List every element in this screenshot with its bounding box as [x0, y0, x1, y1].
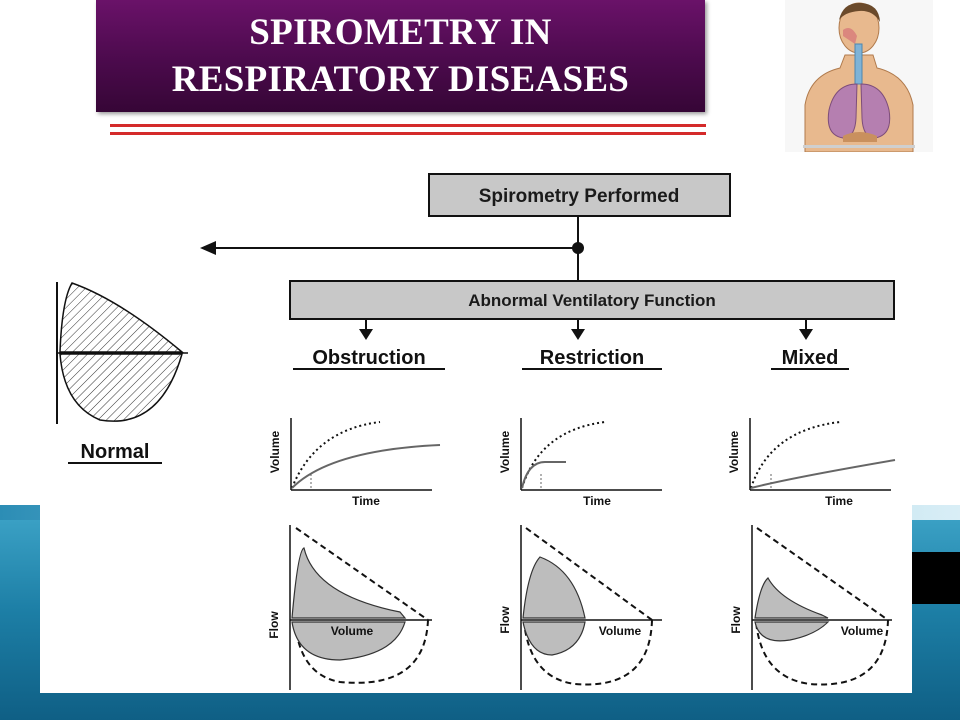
volume-axis-label: Volume	[268, 430, 282, 473]
restriction-volume-time-graph: Volume Time	[498, 418, 662, 508]
normal-label: Normal	[81, 441, 150, 463]
title-underline-2	[110, 132, 706, 135]
category-labels: Obstruction Restriction Mixed	[293, 347, 849, 370]
mixed-flow-volume-graph: Flow Volume	[729, 525, 892, 690]
flow-axis-label: Flow	[498, 606, 512, 634]
mixed-volume-time-graph: Volume Time	[727, 418, 896, 508]
category-obstruction-label: Obstruction	[312, 347, 425, 369]
title-underline-1	[110, 124, 706, 127]
arrow-to-normal-icon	[200, 241, 216, 255]
flowchart-connectors	[200, 216, 584, 282]
normal-flow-volume-loop: Normal	[56, 282, 188, 464]
spirometry-performed-label: Spirometry Performed	[479, 186, 680, 207]
obstruction-flow-volume-graph: Flow Volume	[267, 525, 432, 690]
flow-axis-label: Flow	[729, 606, 743, 634]
title-banner: SPIROMETRY IN RESPIRATORY DISEASES	[96, 0, 705, 112]
volume-axis-label: Volume	[727, 430, 741, 473]
arrow-down-icon	[359, 329, 373, 340]
title-line-2: RESPIRATORY DISEASES	[171, 59, 630, 100]
time-axis-label: Time	[825, 494, 853, 508]
flow-axis-label: Flow	[267, 611, 281, 639]
arrow-down-icon	[571, 329, 585, 340]
restriction-flow-volume-graph: Flow Volume	[498, 525, 662, 690]
arrow-down-icon	[799, 329, 813, 340]
spirometry-performed-box: Spirometry Performed	[428, 173, 731, 217]
abnormal-ventilatory-function-box: Abnormal Ventilatory Function	[289, 280, 895, 320]
volume-axis-label: Volume	[841, 624, 884, 638]
obstruction-volume-time-graph: Volume Time	[268, 418, 441, 508]
volume-axis-label: Volume	[599, 624, 642, 638]
abnormal-ventilatory-function-label: Abnormal Ventilatory Function	[468, 291, 715, 310]
title-line-1: SPIROMETRY IN	[249, 12, 552, 53]
volume-axis-label: Volume	[331, 624, 374, 638]
anatomy-illustration	[803, 2, 915, 153]
category-mixed-label: Mixed	[782, 347, 839, 369]
category-restriction-label: Restriction	[540, 347, 644, 369]
time-axis-label: Time	[583, 494, 611, 508]
respiratory-anatomy-image	[785, 0, 933, 153]
category-arrows	[359, 319, 813, 340]
background-dark-band	[912, 552, 960, 604]
volume-axis-label: Volume	[498, 430, 512, 473]
time-axis-label: Time	[352, 494, 380, 508]
